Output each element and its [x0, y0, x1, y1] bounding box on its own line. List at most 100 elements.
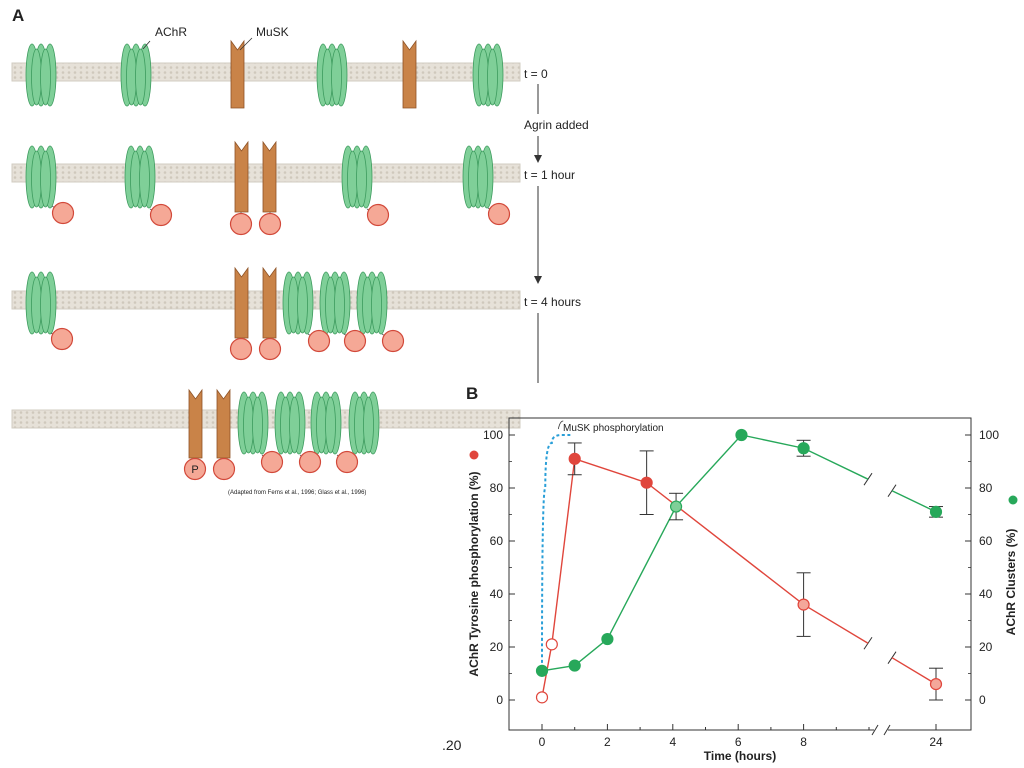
citation: (Adapted from Ferns et al., 1996; Glass … [228, 490, 366, 496]
y-right-tick-label: 60 [979, 534, 993, 548]
achr-receptor [356, 271, 388, 335]
timeline-t0: t = 0 [524, 67, 548, 81]
phospho-label: P [191, 464, 198, 476]
achr-receptor [472, 43, 504, 107]
x-axis-title: Time (hours) [704, 749, 776, 763]
rapsyn-protein [258, 212, 282, 236]
timeline-agrin: Agrin added [524, 118, 589, 132]
y-right-tick-label: 20 [979, 640, 993, 654]
rapsyn-protein [50, 327, 74, 351]
achr-clusters-point [669, 500, 683, 513]
rapsyn-protein [149, 203, 173, 227]
rapsyn-protein [51, 201, 75, 225]
rapsyn-protein [212, 457, 236, 481]
musk-receptor [230, 39, 245, 109]
tyrosine-phosphorylation-point [640, 476, 653, 489]
musk-receptor [188, 388, 203, 459]
rapsyn-protein [307, 329, 331, 353]
musk-receptor [262, 266, 277, 339]
y-left-tick-label: 60 [490, 534, 504, 548]
x-tick-label: 8 [800, 735, 807, 749]
x-tick-label: 4 [669, 735, 676, 749]
musk-receptor [402, 39, 417, 109]
rapsyn-protein [335, 450, 359, 474]
musk-annotation: MuSK phosphorylation [563, 423, 664, 434]
rapsyn-protein [487, 202, 511, 226]
membrane-t0 [11, 62, 521, 82]
rapsyn-protein: P [183, 457, 207, 481]
timeline: t = 0 Agrin added t = 1 hour t = 4 hours [524, 67, 589, 383]
musk-receptor [216, 388, 231, 459]
achr-receptor [310, 391, 342, 455]
plot-frame [508, 417, 972, 731]
musk-receptor [234, 140, 249, 213]
rapsyn-protein [229, 212, 253, 236]
rapsyn-protein [343, 329, 367, 353]
y-right-tick-label: 40 [979, 587, 993, 601]
achr-receptor [120, 43, 152, 107]
timeline-arrowhead-2 [534, 276, 542, 284]
y-left-tick-label: 0 [496, 693, 503, 707]
rapsyn-protein [229, 337, 253, 361]
tyrosine-phosphorylation-point [929, 677, 943, 691]
achr-receptor [124, 145, 156, 209]
achr-receptor [316, 43, 348, 107]
chart-marks [535, 420, 943, 704]
tyrosine-phosphorylation-point [535, 691, 549, 704]
achr-receptor [237, 391, 269, 455]
musk-pointer [239, 37, 253, 51]
rapsyn-protein [260, 450, 284, 474]
x-axis-break [871, 724, 879, 736]
achr-receptor [319, 271, 351, 335]
y-axis-left-title: AChR Tyrosine phosphorylation (%) [467, 471, 481, 676]
tyrosine-phosphorylation-point [568, 452, 581, 465]
tyrosine-phosphorylation-point [545, 638, 558, 651]
achr-clusters-point [929, 505, 943, 518]
musk-receptor [234, 266, 249, 339]
achr-receptor [341, 145, 373, 209]
right-axis-key-dot [1008, 495, 1018, 505]
rapsyn-protein [298, 450, 322, 474]
y-left-tick-label: 80 [490, 481, 504, 495]
y-axis-right-title: AChR Clusters (%) [1004, 529, 1018, 636]
y-left-tick-label: 100 [483, 428, 503, 442]
achr-label: AChR [155, 25, 187, 39]
achr-clusters-point [568, 659, 581, 672]
musk-annotation-pointer [557, 420, 564, 430]
musk-label: MuSK [256, 25, 289, 39]
x-tick-label: 2 [604, 735, 611, 749]
receptor-layer: P [25, 39, 511, 481]
achr-clusters-point [797, 442, 810, 455]
x-tick-label: 24 [929, 735, 943, 749]
y-right-tick-label: 80 [979, 481, 993, 495]
panel-b-letter: B [466, 384, 478, 403]
tyrosine-phosphorylation-point [797, 598, 810, 611]
tyrosine-phosphorylation-line [541, 457, 937, 698]
achr-receptor [282, 271, 314, 335]
x-tick-label: 0 [539, 735, 546, 749]
musk-receptor [262, 140, 277, 213]
musk-phosphorylation-curve [541, 434, 572, 663]
panel-a-letter: A [12, 6, 24, 25]
achr-receptor [348, 391, 380, 455]
rapsyn-protein [381, 329, 405, 353]
timeline-t1: t = 1 hour [524, 168, 575, 182]
y-right-tick-label: 0 [979, 693, 986, 707]
achr-clusters-point [535, 664, 549, 677]
x-tick-label: 6 [735, 735, 742, 749]
achr-receptor [25, 43, 57, 107]
achr-receptor [462, 145, 494, 209]
membranes [11, 62, 521, 429]
achr-receptor [25, 145, 57, 209]
achr-receptor [274, 391, 306, 455]
achr-clusters-point [601, 632, 614, 646]
x-axis-break [883, 724, 891, 736]
achr-clusters-line [541, 434, 937, 672]
achr-pointer [142, 40, 151, 50]
y-left-tick-label: 40 [490, 587, 504, 601]
achr-clusters-point [735, 428, 748, 442]
timeline-t4: t = 4 hours [524, 295, 581, 309]
